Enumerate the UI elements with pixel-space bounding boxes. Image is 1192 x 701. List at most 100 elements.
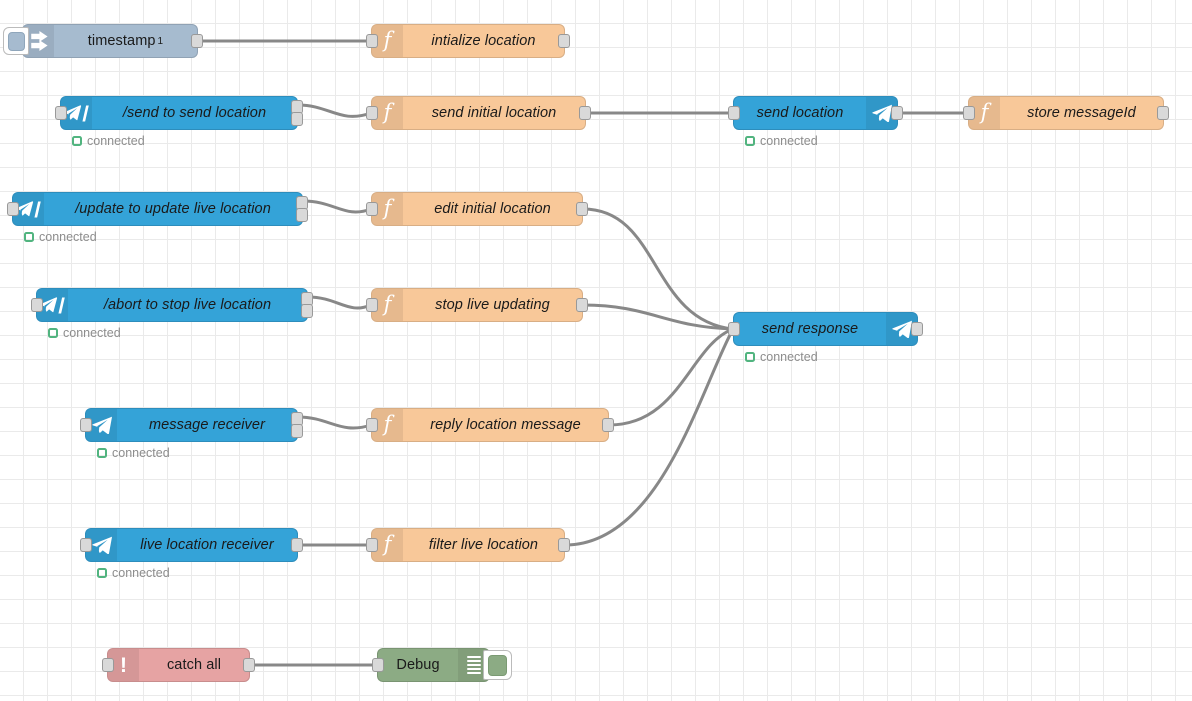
node-body-send-location: send location: [734, 97, 866, 129]
input-port-send-initial[interactable]: [366, 106, 378, 120]
node-body-abort-cmd: /abort to stop live location: [68, 289, 307, 321]
status-label: connected: [87, 134, 145, 148]
status-label: connected: [63, 326, 121, 340]
node-send-location[interactable]: send location: [728, 96, 903, 130]
function-icon: f: [980, 100, 989, 124]
node-send-cmd[interactable]: /send to send location: [55, 96, 303, 130]
wire-stop-live-to-send-response[interactable]: [581, 303, 735, 331]
output-port-stop-live[interactable]: [576, 298, 588, 312]
telegram-icon: [91, 416, 112, 434]
input-port-update-cmd[interactable]: [7, 202, 19, 216]
wire-abort-cmd-to-stop-live[interactable]: [306, 295, 373, 310]
node-body-debug: Debug: [378, 649, 458, 681]
node-label: /update to update live location: [75, 201, 271, 217]
node-body-send-response: send response: [734, 313, 886, 345]
output-port-intialize[interactable]: [558, 34, 570, 48]
output-port-message-receiver-2[interactable]: [291, 424, 303, 439]
input-port-live-receiver[interactable]: [80, 538, 92, 552]
output-port-edit-initial[interactable]: [576, 202, 588, 216]
node-label: message receiver: [148, 417, 266, 433]
function-icon: f: [383, 412, 392, 436]
function-icon: f: [383, 28, 392, 52]
node-body-store-messageid: store messageId: [1000, 97, 1163, 129]
function-icon: f: [383, 100, 392, 124]
function-icon: f: [383, 532, 392, 556]
input-port-send-location[interactable]: [728, 106, 740, 120]
input-port-send-response[interactable]: [728, 322, 740, 336]
output-port-send-location[interactable]: [891, 106, 903, 120]
node-store-messageid[interactable]: f store messageId: [963, 96, 1169, 130]
input-port-edit-initial[interactable]: [366, 202, 378, 216]
node-body-update-cmd: /update to update live location: [44, 193, 302, 225]
inject-trigger-button[interactable]: [3, 27, 29, 55]
node-label: send location: [756, 105, 844, 121]
input-port-intialize[interactable]: [366, 34, 378, 48]
output-port-reply-location[interactable]: [602, 418, 614, 432]
node-label: edit initial location: [434, 201, 551, 217]
telegram-icon: [871, 104, 892, 122]
node-label: live location receiver: [140, 537, 274, 553]
status-indicator-icon: [24, 232, 34, 242]
node-send-initial[interactable]: f send initial location: [366, 96, 591, 130]
telegram-command-icon: [15, 200, 41, 217]
output-port-send-initial[interactable]: [579, 106, 591, 120]
output-port-filter-live[interactable]: [558, 538, 570, 552]
input-port-message-receiver[interactable]: [80, 418, 92, 432]
node-reply-location[interactable]: f reply location message: [366, 408, 614, 442]
input-port-store-messageid[interactable]: [963, 106, 975, 120]
node-body-reply-location: reply location message: [403, 409, 608, 441]
node-debug[interactable]: Debug: [372, 648, 512, 682]
output-port-catch-all[interactable]: [243, 658, 255, 672]
wire-message-receiver-to-reply-location[interactable]: [296, 415, 373, 430]
wire-edit-initial-to-send-response[interactable]: [581, 207, 735, 331]
status-indicator-icon: [745, 136, 755, 146]
input-port-catch-all[interactable]: [102, 658, 114, 672]
node-body-edit-initial: edit initial location: [403, 193, 582, 225]
input-port-abort-cmd[interactable]: [31, 298, 43, 312]
node-label: stop live updating: [435, 297, 550, 313]
node-catch-all[interactable]: !catch all: [102, 648, 255, 682]
wire-send-cmd-to-send-initial[interactable]: [296, 103, 373, 118]
status-label: connected: [760, 134, 818, 148]
input-port-send-cmd[interactable]: [55, 106, 67, 120]
node-update-cmd[interactable]: /update to update live location: [7, 192, 308, 226]
function-icon: f: [383, 196, 392, 220]
node-filter-live[interactable]: f filter live location: [366, 528, 570, 562]
status-live-receiver: connected: [97, 566, 170, 580]
node-body-stop-live: stop live updating: [403, 289, 582, 321]
exclamation-icon: !: [120, 653, 127, 677]
node-body-filter-live: filter live location: [403, 529, 564, 561]
node-intialize[interactable]: f intialize location: [366, 24, 570, 58]
telegram-command-icon: [63, 104, 89, 121]
node-body-intialize: intialize location: [403, 25, 564, 57]
debug-enable-toggle[interactable]: [483, 650, 512, 680]
output-port-timestamp[interactable]: [191, 34, 203, 48]
input-port-debug[interactable]: [372, 658, 384, 672]
node-body-message-receiver: message receiver: [117, 409, 297, 441]
telegram-icon: [891, 320, 912, 338]
node-label: send initial location: [431, 105, 557, 121]
telegram-command-icon: [39, 296, 65, 313]
node-message-receiver[interactable]: message receiver: [80, 408, 303, 442]
node-edit-initial[interactable]: f edit initial location: [366, 192, 588, 226]
wire-update-cmd-to-edit-initial[interactable]: [301, 199, 373, 214]
input-port-filter-live[interactable]: [366, 538, 378, 552]
node-body-send-cmd: /send to send location: [92, 97, 297, 129]
output-port-update-cmd-2[interactable]: [296, 208, 308, 223]
node-abort-cmd[interactable]: /abort to stop live location: [31, 288, 313, 322]
wire-reply-location-to-send-response[interactable]: [607, 327, 735, 427]
output-port-live-receiver[interactable]: [291, 538, 303, 552]
status-label: connected: [760, 350, 818, 364]
output-port-send-response[interactable]: [911, 322, 923, 336]
output-port-abort-cmd-2[interactable]: [301, 304, 313, 319]
input-port-reply-location[interactable]: [366, 418, 378, 432]
node-live-receiver[interactable]: live location receiver: [80, 528, 303, 562]
input-port-stop-live[interactable]: [366, 298, 378, 312]
node-send-response[interactable]: send response: [728, 312, 923, 346]
output-port-send-cmd-2[interactable]: [291, 112, 303, 127]
output-port-store-messageid[interactable]: [1157, 106, 1169, 120]
